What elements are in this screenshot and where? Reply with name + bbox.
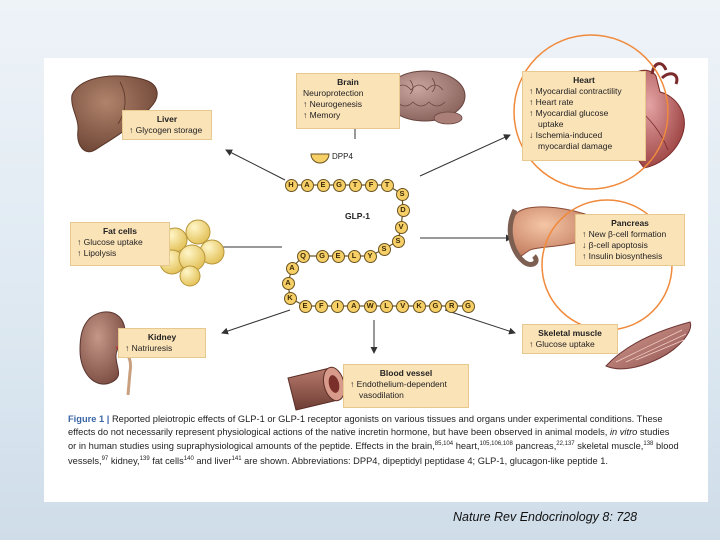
glp1-residue: A xyxy=(281,276,295,290)
fat-cells-box: Fat cells ↑ Glucose uptake ↑ Lipolysis xyxy=(70,222,170,266)
brain-line: Neuroprotection xyxy=(303,88,364,98)
skeletal-muscle-icon xyxy=(605,321,692,370)
pancreas-line: ↑ Insulin biosynthesis xyxy=(582,251,663,261)
glp1-label: GLP-1 xyxy=(345,211,371,221)
liver-title: Liver xyxy=(156,114,178,124)
pancreas-box: Pancreas ↑ New β-cell formation ↓ β-cell… xyxy=(575,214,685,266)
glp1-residue: A xyxy=(285,261,299,275)
kidney-line: ↑ Natriuresis xyxy=(125,343,173,353)
caption-ref: 22,137 xyxy=(556,441,575,448)
brain-line: ↑ Neurogenesis xyxy=(303,99,363,109)
heart-line: uptake xyxy=(538,119,564,129)
glp1-residue: D xyxy=(396,203,410,217)
heart-title: Heart xyxy=(573,75,595,85)
dpp4-icon xyxy=(310,153,330,164)
glp1-residue: S xyxy=(377,242,391,256)
glp1-residue: I xyxy=(331,299,345,313)
glp1-residue: V xyxy=(394,220,408,234)
heart-line: ↓ Ischemia-induced xyxy=(529,130,603,140)
glp1-residue: G xyxy=(461,299,475,313)
skeletal-muscle-line: ↑ Glucose uptake xyxy=(529,339,595,349)
caption-italic: in vitro xyxy=(609,426,638,437)
glp1-residue: W xyxy=(363,299,377,313)
caption-text: pancreas, xyxy=(512,441,557,452)
caption-text: are shown. Abbreviations: DPP4, dipeptid… xyxy=(241,455,608,466)
glp1-residue: Y xyxy=(363,249,377,263)
brain-title: Brain xyxy=(337,77,359,87)
glp1-residue: G xyxy=(332,178,346,192)
blood-vessel-title: Blood vessel xyxy=(379,368,433,378)
heart-box: Heart ↑ Myocardial contractility ↑ Heart… xyxy=(522,71,646,161)
glp1-residue: T xyxy=(348,178,362,192)
heart-line: ↑ Myocardial glucose xyxy=(529,108,609,118)
liver-box: Liver ↑ Glycogen storage xyxy=(122,110,212,140)
brain-line: ↑ Memory xyxy=(303,110,341,120)
glp1-residue: G xyxy=(428,299,442,313)
glp1-residue: S xyxy=(391,234,405,248)
pancreas-title: Pancreas xyxy=(611,218,649,228)
blood-vessel-box: Blood vessel ↑ Endothelium-dependent vas… xyxy=(343,364,469,408)
caption-ref: 85,104 xyxy=(434,441,454,448)
dpp4-label: DPP4 xyxy=(332,152,353,161)
glp1-residue: L xyxy=(347,249,361,263)
skeletal-muscle-box: Skeletal muscle ↑ Glucose uptake xyxy=(522,324,618,354)
caption-ref: 140 xyxy=(183,455,194,462)
blood-vessel-line: vasodilation xyxy=(359,390,404,400)
liver-line: ↑ Glycogen storage xyxy=(129,125,203,135)
fat-cells-line: ↑ Lipolysis xyxy=(77,248,117,258)
heart-line: ↑ Heart rate xyxy=(529,97,574,107)
caption-text: heart, xyxy=(453,441,480,452)
brain-box: Brain Neuroprotection ↑ Neurogenesis ↑ M… xyxy=(296,73,400,129)
glp1-residue: Q xyxy=(296,249,310,263)
glp1-residue: T xyxy=(380,178,394,192)
fat-cells-line: ↑ Glucose uptake xyxy=(77,237,143,247)
glp1-residue: E xyxy=(331,249,345,263)
fat-cells-icon xyxy=(159,219,225,287)
caption-ref: 139 xyxy=(139,455,150,462)
journal-citation: Nature Rev Endocrinology 8: 728 xyxy=(453,510,638,524)
blood-vessel-line: ↑ Endothelium-dependent xyxy=(350,379,447,389)
caption-text: skeletal muscle, xyxy=(574,441,644,452)
heart-line: myocardial damage xyxy=(538,141,613,151)
arrows xyxy=(211,121,516,354)
caption-text: kidney, xyxy=(108,455,140,466)
glp1-residue: K xyxy=(283,291,297,305)
glp1-residue: R xyxy=(445,299,459,313)
caption-text: fat cells xyxy=(149,455,184,466)
skeletal-muscle-title: Skeletal muscle xyxy=(538,328,602,338)
caption-ref: 138 xyxy=(643,441,654,448)
peptide-backbone xyxy=(287,184,467,307)
caption-text: blood vessels, xyxy=(68,441,679,466)
heart-line: ↑ Myocardial contractility xyxy=(529,86,622,96)
caption-text: studies or in human studies using suprap… xyxy=(68,426,670,452)
glp1-residue: V xyxy=(396,299,410,313)
caption-ref: 105,106,108 xyxy=(479,441,513,448)
glp1-residue: K xyxy=(412,299,426,313)
glp1-residue: S xyxy=(395,187,409,201)
caption-text: and liver xyxy=(193,455,232,466)
caption-ref: 141 xyxy=(231,455,242,462)
glp1-residue: H xyxy=(284,178,298,192)
pancreas-line: ↑ New β-cell formation xyxy=(582,229,667,239)
fat-cells-title: Fat cells xyxy=(102,226,138,236)
glp1-residue: A xyxy=(347,299,361,313)
glp1-residue: E xyxy=(316,178,330,192)
glp1-residue: F xyxy=(314,299,328,313)
caption-figure-label: Figure 1 | xyxy=(68,414,110,424)
kidney-title: Kidney xyxy=(147,332,177,342)
glp1-residue: A xyxy=(300,178,314,192)
caption-text: Reported pleiotropic effects of GLP-1 or… xyxy=(68,414,663,437)
glp1-residue: G xyxy=(315,249,329,263)
glp1-residue: L xyxy=(380,299,393,313)
pancreas-line: ↓ β-cell apoptosis xyxy=(582,240,648,250)
glp1-residue: E xyxy=(298,299,312,313)
figure-caption: Figure 1 | Reported pleiotropic effects … xyxy=(68,413,680,468)
caption-ref: 97 xyxy=(101,455,109,462)
glp1-residue: F xyxy=(364,178,378,192)
blood-vessel-icon xyxy=(287,366,346,411)
kidney-box: Kidney ↑ Natriuresis xyxy=(118,328,206,358)
heart-highlight-circle xyxy=(513,34,669,190)
